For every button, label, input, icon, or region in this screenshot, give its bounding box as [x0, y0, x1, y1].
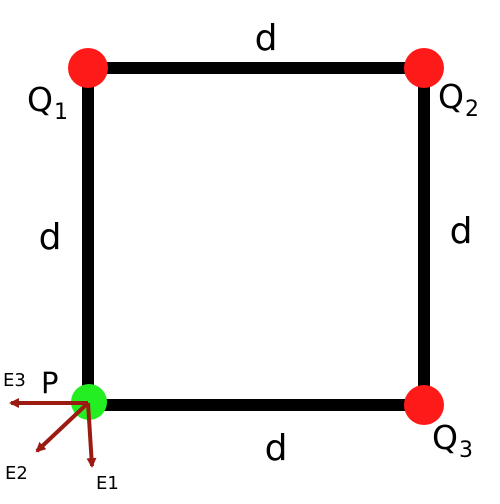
charge-q1-label: Q1: [27, 80, 68, 125]
charge-q2: [404, 48, 444, 88]
top-side-label: d: [255, 18, 278, 59]
field-vector-e3-label: E3: [3, 370, 26, 391]
field-vector-e1-label: E1: [96, 473, 119, 494]
field-vector-e2: [35, 401, 90, 453]
field-vector-e1: [86, 402, 97, 468]
left-side-label: d: [39, 217, 62, 258]
charge-q2-label: Q2: [438, 77, 479, 122]
field-vector-e2-label: E2: [5, 463, 28, 484]
right-side-label: d: [450, 211, 473, 252]
point-p-label: P: [41, 366, 59, 400]
charge-q3-label: Q3: [432, 418, 473, 463]
bottom-side-label: d: [265, 428, 288, 469]
charge-q1: [68, 48, 108, 88]
charge-q3: [404, 385, 444, 425]
